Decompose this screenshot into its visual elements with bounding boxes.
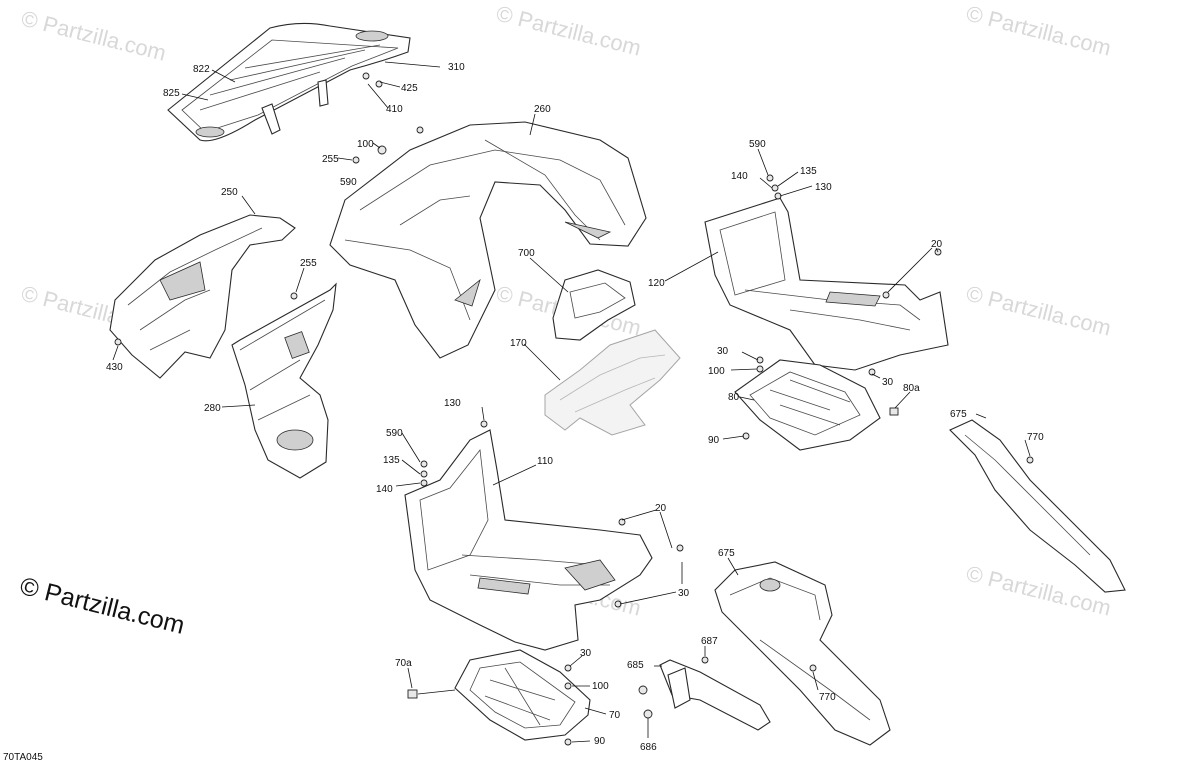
callout-label: 822 (193, 64, 210, 75)
bolt (882, 291, 890, 299)
center-cover (552, 269, 636, 341)
hardware-group (114, 72, 1034, 746)
right-side-trim (949, 419, 1126, 593)
bolt (114, 338, 122, 346)
nut (290, 292, 298, 300)
callout-label: 685 (627, 660, 644, 671)
callout-label: 100 (592, 681, 609, 692)
nut (618, 518, 626, 526)
left-panel (109, 214, 296, 379)
callout-label: 675 (950, 409, 967, 420)
callout-label: 80 (728, 392, 740, 403)
watermark: © Partzilla.com (964, 281, 1114, 341)
nut (809, 664, 817, 672)
callout-label: 135 (800, 166, 817, 177)
callout-label: 590 (749, 139, 766, 150)
callout-label: 130 (815, 182, 832, 193)
right-floor-plate (734, 359, 881, 451)
bolt (638, 685, 648, 695)
nut (701, 656, 709, 664)
left-floor-plate (454, 649, 591, 741)
drawing-code: 70TA045 (3, 752, 43, 763)
callout-label: 700 (518, 248, 535, 259)
watermark: © Partzilla.com (964, 1, 1114, 61)
callout-label: 130 (444, 398, 461, 409)
left-side-panel (714, 561, 891, 746)
bolt (480, 420, 488, 428)
callout-label: 410 (386, 104, 403, 115)
callout-label: 170 (510, 338, 527, 349)
callout-label: 20 (931, 239, 943, 250)
support-bracket (231, 282, 337, 479)
leader-lines (112, 61, 1031, 743)
callout-label: 20 (655, 503, 667, 514)
clip (889, 407, 899, 416)
callout-label: 30 (580, 648, 592, 659)
nut (868, 368, 876, 376)
callout-label: 110 (537, 456, 553, 467)
callout-label: 430 (106, 362, 123, 373)
small-trim (659, 659, 771, 731)
callout-label: 100 (708, 366, 725, 377)
nut (420, 479, 428, 487)
callout-labels: 822 825 310 425 410 100 255 590 260 250 … (106, 62, 1044, 753)
callout-label: 686 (640, 742, 657, 753)
callout-label: 140 (376, 484, 393, 495)
callout-label: 135 (383, 455, 400, 466)
callout-label: 30 (882, 377, 894, 388)
bolt (643, 709, 653, 719)
nut (676, 544, 684, 552)
callout-label: 825 (163, 88, 180, 99)
callout-label: 70a (395, 658, 412, 669)
callout-label: 280 (204, 403, 221, 414)
bolt (766, 174, 774, 182)
callout-label: 687 (701, 636, 718, 647)
bolt (420, 460, 428, 468)
callout-label: 90 (708, 435, 720, 446)
callout-label: 260 (534, 104, 551, 115)
callout-label: 70 (609, 710, 621, 721)
right-footrest (704, 197, 949, 371)
left-footrest (404, 429, 653, 651)
bolt (352, 156, 360, 164)
callout-label: 255 (322, 154, 339, 165)
callout-label: 80a (903, 383, 920, 394)
bolt (416, 126, 424, 134)
callout-label: 100 (357, 139, 374, 150)
callout-label: 30 (678, 588, 690, 599)
callout-label: 675 (718, 548, 735, 559)
callout-label: 590 (340, 177, 357, 188)
callout-label: 30 (717, 346, 729, 357)
nut (564, 738, 572, 746)
washer (771, 184, 779, 192)
bolt (362, 72, 370, 80)
callout-label: 310 (448, 62, 465, 73)
nut (564, 664, 572, 672)
callout-label: 90 (594, 736, 606, 747)
rear-rack (167, 22, 411, 142)
frame-reference (544, 329, 681, 436)
callout-label: 770 (1027, 432, 1044, 443)
watermark: © Partzilla.com (494, 1, 644, 61)
washer (564, 682, 572, 690)
washer (756, 365, 764, 373)
bolt (1026, 456, 1034, 464)
rear-fender (329, 121, 647, 359)
callout-label: 120 (648, 278, 665, 289)
callout-label: 140 (731, 171, 748, 182)
callout-label: 590 (386, 428, 403, 439)
nut (756, 356, 764, 364)
clip (407, 689, 418, 699)
callout-label: 770 (819, 692, 836, 703)
callout-label: 255 (300, 258, 317, 269)
washer (420, 470, 428, 478)
watermark: © Partzilla.com (19, 6, 169, 66)
callout-label: 425 (401, 83, 418, 94)
callout-label: 250 (221, 187, 238, 198)
